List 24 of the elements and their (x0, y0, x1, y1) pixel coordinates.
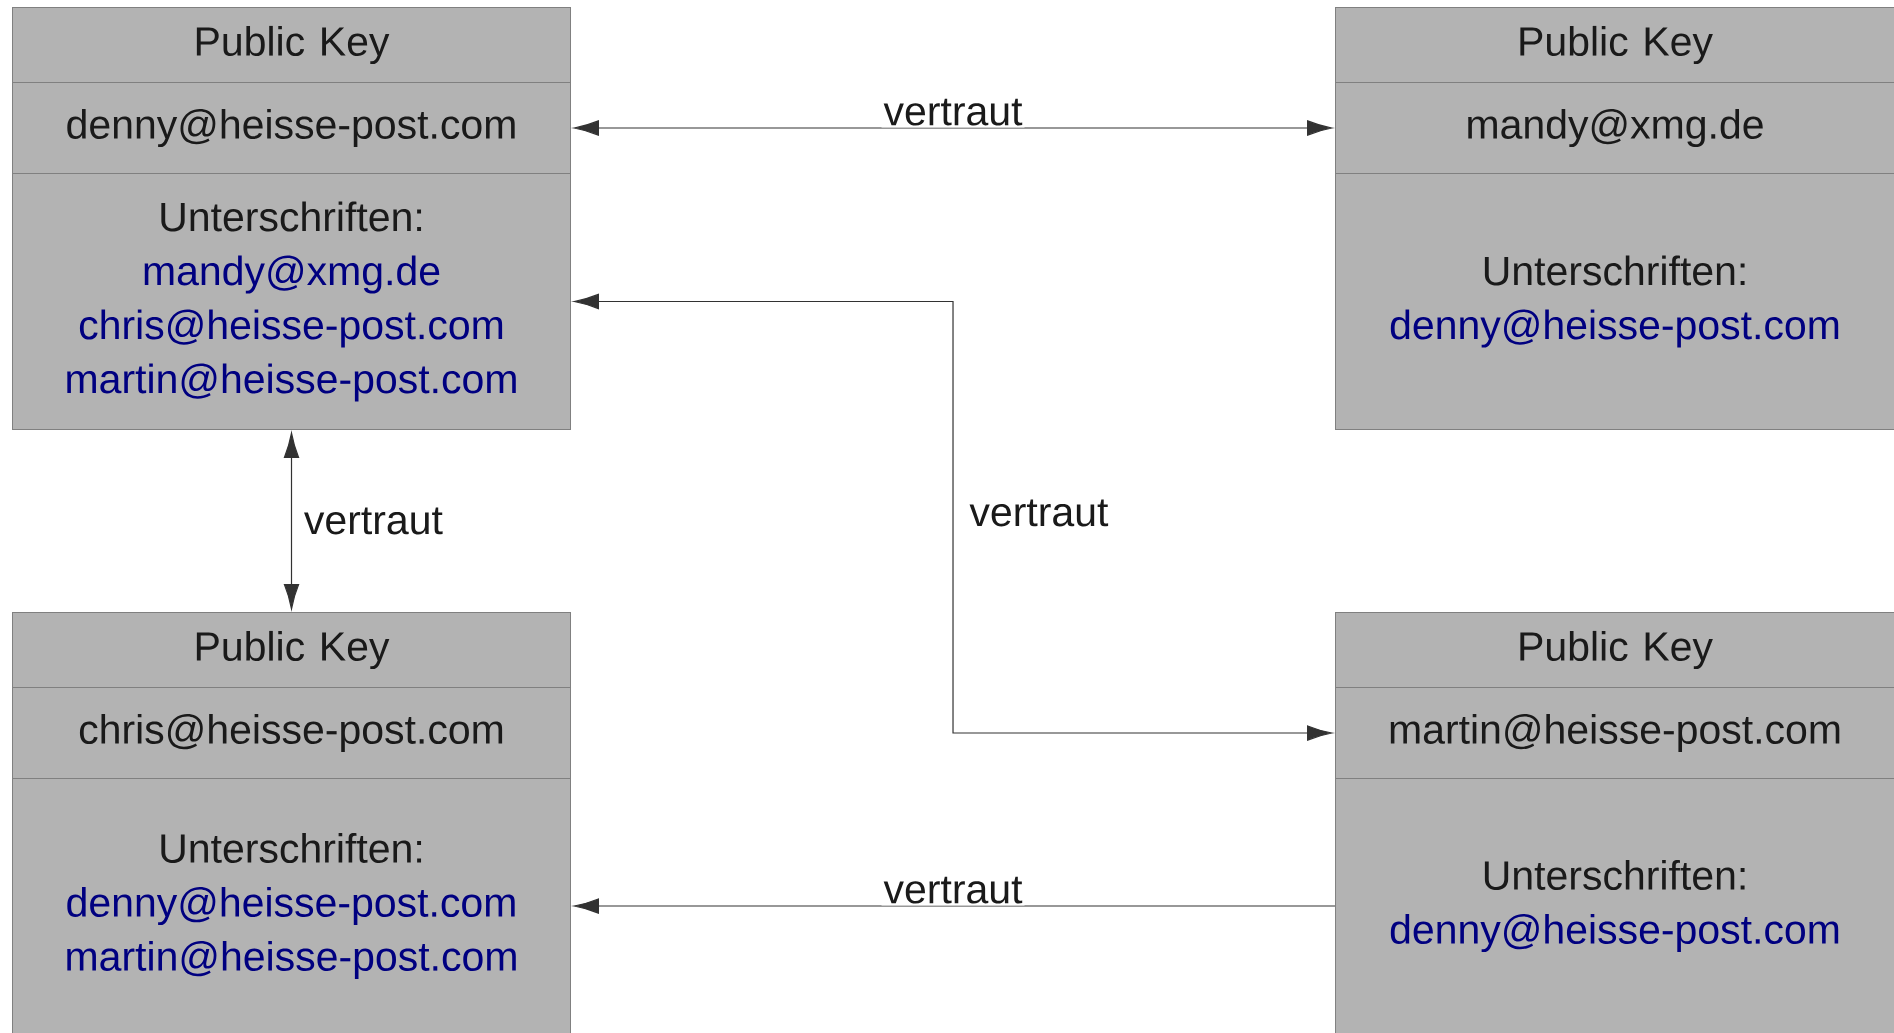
arrow (283, 432, 300, 610)
arrow (573, 293, 1333, 741)
email-field: martin@heisse-post.com (1335, 687, 1894, 779)
node-label: denny@heisse-post.com (67, 886, 515, 926)
node-label: Unterschriften: (161, 832, 422, 864)
email-field: denny@heisse-post.com (12, 82, 571, 174)
edge-label: vertraut (883, 876, 1023, 904)
node-label: Unterschriften: (1484, 255, 1745, 286)
edge-label: vertraut (883, 98, 1023, 126)
email-field: mandy@xmg.de (1335, 82, 1894, 174)
edge-label: vertraut (969, 499, 1109, 527)
node-label: Public Key (1520, 630, 1713, 670)
node-label: martin@heisse-post.com (67, 940, 516, 980)
node-label: martin@heisse-post.com (1390, 713, 1840, 753)
arrow (573, 898, 1336, 914)
arrow (573, 120, 1333, 136)
key-header: Public Key (12, 7, 571, 83)
key-header: Public Key (12, 612, 571, 688)
key-header: Public Key (1335, 612, 1894, 688)
email-field: chris@heisse-post.com (12, 687, 571, 779)
key-header: Public Key (1335, 7, 1894, 83)
node-label: denny@heisse-post.com (1390, 309, 1839, 348)
node-label: mandy@xmg.de (1468, 108, 1763, 148)
edge-label: vertraut (304, 507, 443, 535)
